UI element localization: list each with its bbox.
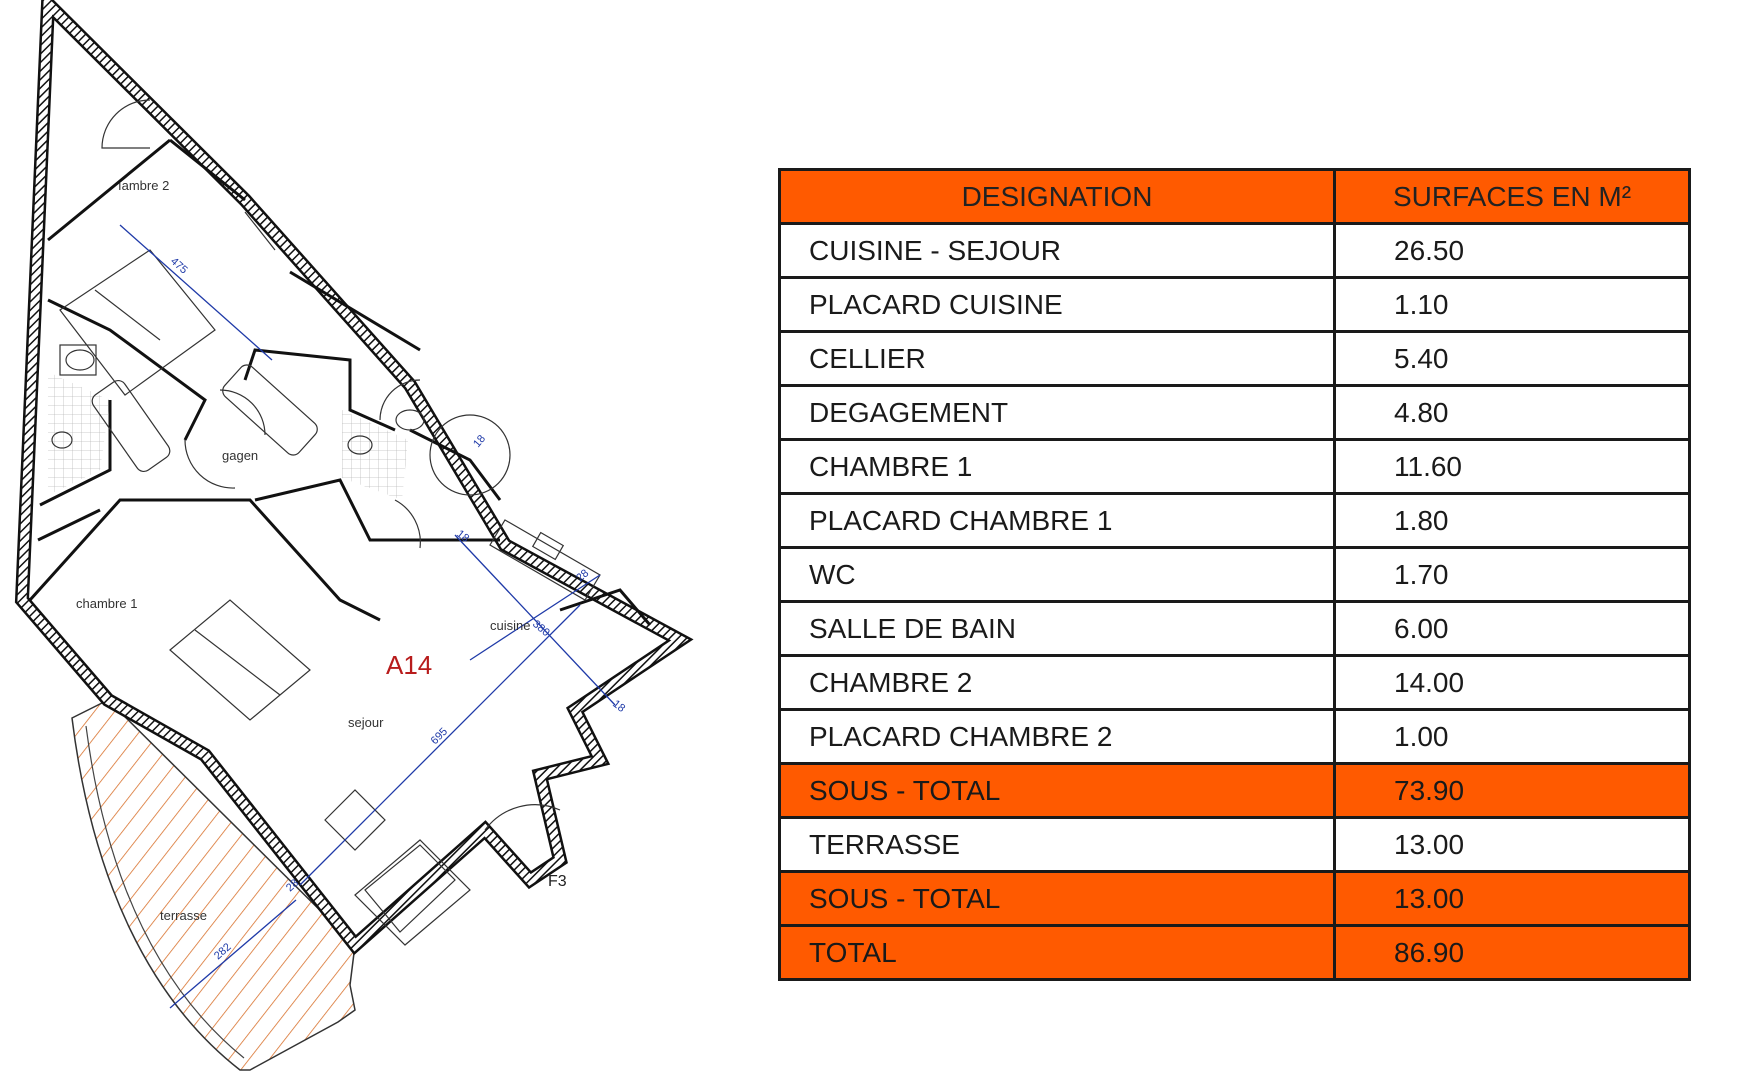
surface-cell: 4.80 — [1333, 384, 1691, 441]
surface-cell: 6.00 — [1333, 600, 1691, 657]
designation-cell: PLACARD CHAMBRE 2 — [778, 708, 1336, 765]
designation-cell: CUISINE - SEJOUR — [778, 222, 1336, 279]
designation-cell: SALLE DE BAIN — [778, 600, 1336, 657]
room-label-chambre-2: ıambre 2 — [118, 178, 169, 193]
apartment-type-label: F3 — [548, 873, 567, 890]
dimension-label: 695 — [429, 726, 450, 747]
surface-header: SURFACES EN M² — [1333, 168, 1691, 225]
door-swings — [101, 99, 561, 831]
room-label-sejour: sejour — [348, 715, 384, 730]
designation-cell: DEGAGEMENT — [778, 384, 1336, 441]
surface-cell: 13.00 — [1333, 870, 1691, 927]
surface-cell: 14.00 — [1333, 654, 1691, 711]
surface-cell: 13.00 — [1333, 816, 1691, 873]
surface-cell: 1.10 — [1333, 276, 1691, 333]
room-label-cuisine: cuisine — [490, 618, 530, 633]
designation-cell: PLACARD CHAMBRE 1 — [778, 492, 1336, 549]
unit-code-label: A14 — [386, 650, 432, 680]
floor-plan: 475 380 695 282 18 18 28 28 18 ıambre 2 … — [14, 0, 694, 1071]
room-label-chambre-1: chambre 1 — [76, 596, 137, 611]
designation-cell: SOUS - TOTAL — [778, 762, 1336, 819]
surface-cell: 1.70 — [1333, 546, 1691, 603]
designation-cell: TERRASSE — [778, 816, 1336, 873]
dimension-label: 18 — [471, 433, 488, 450]
room-labels: ıambre 2 gagen chambre 1 cuisine sejour … — [76, 178, 530, 923]
surface-cell: 1.00 — [1333, 708, 1691, 765]
surface-cell: 5.40 — [1333, 330, 1691, 387]
interior-walls — [28, 138, 652, 626]
designation-cell: CELLIER — [778, 330, 1336, 387]
table-header-row: DESIGNATION SURFACES EN M² — [778, 168, 1691, 225]
designation-cell: PLACARD CUISINE — [778, 276, 1336, 333]
dimension-label: 18 — [454, 528, 471, 545]
bathroom-tiles — [48, 372, 408, 500]
surface-table: DESIGNATION SURFACES EN M² CUISINE - SEJ… — [778, 168, 1691, 981]
surface-cell: 73.90 — [1333, 762, 1691, 819]
surface-cell: 1.80 — [1333, 492, 1691, 549]
dimension-lines — [119, 224, 616, 1009]
outer-walls — [14, 0, 694, 956]
dimension-label: 475 — [168, 255, 190, 276]
room-label-degagement: gagen — [222, 448, 258, 463]
surface-cell: 86.90 — [1333, 924, 1691, 981]
designation-cell: SOUS - TOTAL — [778, 870, 1336, 927]
terrace-area — [71, 699, 356, 1071]
surface-cell: 26.50 — [1333, 222, 1691, 279]
dimension-label: 18 — [610, 698, 627, 715]
designation-cell: TOTAL — [778, 924, 1336, 981]
surface-cell: 11.60 — [1333, 438, 1691, 495]
designation-cell: WC — [778, 546, 1336, 603]
furniture — [51, 211, 601, 946]
room-label-terrasse: terrasse — [160, 908, 207, 923]
designation-cell: CHAMBRE 2 — [778, 654, 1336, 711]
designation-header: DESIGNATION — [778, 168, 1336, 225]
designation-cell: CHAMBRE 1 — [778, 438, 1336, 495]
